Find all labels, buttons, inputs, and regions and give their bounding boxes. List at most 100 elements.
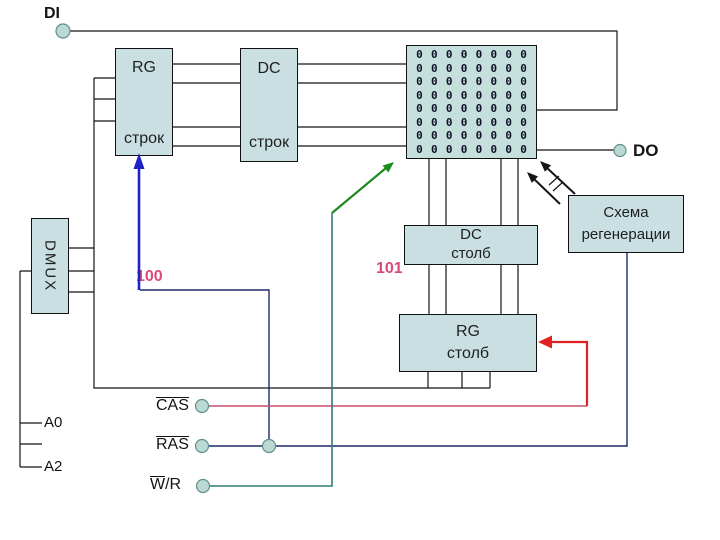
write-read-terminal bbox=[195, 478, 211, 494]
memory-cell: 0 bbox=[416, 61, 423, 75]
memory-cell: 0 bbox=[490, 102, 498, 116]
block-subtitle: строк bbox=[123, 130, 165, 147]
memory-cell: 0 bbox=[416, 129, 423, 143]
regeneration-arrowhead-1 bbox=[540, 161, 552, 172]
block-title: DC bbox=[460, 226, 482, 244]
memory-cell: 0 bbox=[505, 142, 512, 156]
dmux-output-stubs bbox=[69, 247, 94, 293]
memory-cell: 0 bbox=[416, 88, 423, 102]
memory-cell: 0 bbox=[520, 48, 527, 62]
ras-wire bbox=[140, 253, 628, 447]
memory-cell: 0 bbox=[475, 142, 483, 156]
memory-cell: 0 bbox=[475, 75, 483, 89]
block-row-register: RG строк bbox=[115, 48, 173, 156]
memory-cell: 0 bbox=[505, 129, 512, 143]
block-subtitle: столб bbox=[446, 345, 490, 362]
row-decoder-to-array-wires bbox=[298, 63, 406, 147]
di-terminal bbox=[55, 23, 71, 39]
column-register-bottom-stubs bbox=[427, 372, 491, 388]
memory-cell: 0 bbox=[431, 115, 438, 129]
memory-cell: 0 bbox=[416, 48, 423, 62]
block-demultiplexer: DMUX bbox=[31, 218, 69, 314]
memory-cell: 0 bbox=[505, 48, 512, 62]
block-regeneration-circuit: Схема регенерации bbox=[568, 195, 684, 253]
block-subtitle: регенерации bbox=[581, 226, 671, 243]
memory-cell: 0 bbox=[416, 115, 423, 129]
memory-cell: 0 bbox=[490, 48, 498, 62]
row-address-value: 100 bbox=[136, 268, 163, 285]
write-read-arrowhead bbox=[382, 162, 394, 173]
block-title: Схема bbox=[603, 204, 649, 222]
memory-cell: 0 bbox=[416, 75, 423, 89]
memory-cell: 0 bbox=[460, 142, 468, 156]
memory-cell: 0 bbox=[445, 88, 453, 102]
memory-cell: 0 bbox=[475, 48, 483, 62]
address-input-a0-label: A0 bbox=[44, 414, 63, 431]
address-input-a2-label: A2 bbox=[44, 458, 63, 475]
memory-cell: 0 bbox=[520, 88, 527, 102]
memory-cell: 0 bbox=[505, 115, 512, 129]
regeneration-arrowhead-2 bbox=[527, 172, 538, 183]
block-column-decoder: DC столб bbox=[404, 225, 538, 265]
memory-cell: 0 bbox=[416, 142, 423, 156]
memory-cell: 0 bbox=[431, 102, 438, 116]
cas-arrow bbox=[538, 335, 589, 406]
memory-cell: 0 bbox=[490, 88, 498, 102]
block-column-register: RG столб bbox=[399, 314, 537, 372]
memory-cell: 0 bbox=[431, 75, 438, 89]
memory-cell: 0 bbox=[490, 61, 498, 75]
wr-overlined-text: W bbox=[150, 476, 166, 493]
memory-cell: 0 bbox=[460, 129, 468, 143]
memory-cell: 0 bbox=[505, 88, 512, 102]
block-subtitle: столб bbox=[451, 245, 491, 262]
block-row-decoder: DC строк bbox=[240, 48, 298, 162]
memory-cell: 0 bbox=[520, 61, 527, 75]
memory-cell: 0 bbox=[505, 102, 512, 116]
memory-cell: 0 bbox=[520, 75, 527, 89]
memory-cell: 0 bbox=[445, 129, 453, 143]
block-title: RG bbox=[456, 322, 480, 340]
ras-overlined-text: RAS bbox=[156, 436, 189, 453]
memory-cell: 0 bbox=[475, 115, 483, 129]
array-to-column-decoder-wires bbox=[428, 159, 519, 225]
ras-terminal bbox=[194, 438, 210, 454]
memory-cell: 0 bbox=[520, 115, 527, 129]
regeneration-arrow-ticks bbox=[548, 175, 564, 192]
memory-cell: 0 bbox=[445, 61, 453, 75]
memory-cell: 0 bbox=[445, 142, 453, 156]
memory-cell: 0 bbox=[505, 61, 512, 75]
memory-cell: 0 bbox=[445, 75, 453, 89]
memory-cell: 0 bbox=[475, 88, 483, 102]
memory-cell: 0 bbox=[475, 61, 483, 75]
memory-cell: 0 bbox=[460, 48, 468, 62]
memory-cell: 0 bbox=[490, 129, 498, 143]
memory-cell: 0 bbox=[460, 88, 468, 102]
data-out-label: DO bbox=[633, 141, 659, 160]
ras-junction bbox=[261, 438, 277, 454]
memory-cell: 0 bbox=[520, 102, 527, 116]
cas-signal-label: CAS bbox=[156, 397, 189, 415]
block-title: DMUX bbox=[41, 239, 59, 293]
write-read-arrow bbox=[331, 162, 394, 214]
write-read-signal-label: W/R bbox=[150, 476, 182, 493]
memory-cell: 0 bbox=[460, 61, 468, 75]
row-register-to-decoder-wires bbox=[172, 63, 240, 147]
block-title: DC bbox=[257, 60, 281, 77]
data-in-label: DI bbox=[44, 5, 60, 22]
column-decoder-to-register-wires bbox=[428, 265, 519, 314]
ras-to-row-latch-wire bbox=[140, 289, 270, 446]
row-register-input-stubs bbox=[94, 77, 115, 122]
memory-cell: 0 bbox=[431, 142, 438, 156]
memory-cell: 0 bbox=[416, 102, 423, 116]
memory-cell: 0 bbox=[520, 129, 527, 143]
memory-cell: 0 bbox=[460, 102, 468, 116]
memory-cell: 0 bbox=[475, 102, 483, 116]
cas-arrowhead bbox=[538, 335, 552, 349]
memory-cell: 0 bbox=[431, 129, 438, 143]
column-address-value: 101 bbox=[376, 260, 403, 277]
cas-overlined-text: CAS bbox=[156, 397, 189, 414]
memory-cell: 0 bbox=[445, 48, 453, 62]
